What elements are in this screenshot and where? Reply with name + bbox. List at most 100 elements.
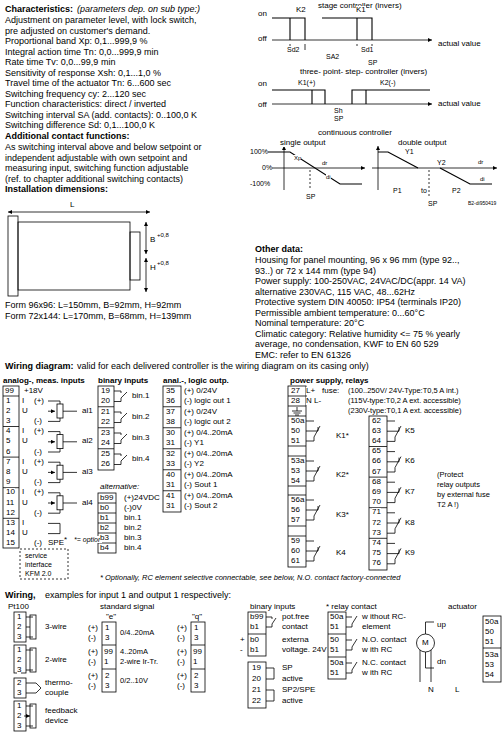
label-text: anal.-, logic outp. [163, 377, 229, 385]
drawing-stroke [114, 412, 127, 423]
label-text: 2-wire Ir-Tr. [120, 658, 158, 666]
drawing-stroke [306, 500, 320, 520]
drawing-stroke [248, 634, 266, 635]
label-text: (-) Y1 [184, 439, 204, 447]
label-text: 56a [291, 496, 304, 504]
label-text: 63 [372, 427, 381, 435]
label-text: * relay contact [326, 603, 377, 611]
drawing-stroke [3, 396, 19, 518]
label-text: 72 [372, 519, 381, 527]
drawing-stroke [387, 513, 401, 533]
label-text: 74 [372, 539, 381, 547]
label-text: 11 [6, 499, 14, 507]
label-text: al4 [82, 499, 93, 507]
label-text: 2 [17, 623, 21, 631]
label-text: 54 [291, 477, 300, 485]
label-text: SPE [48, 539, 64, 547]
label-text: (+) [34, 427, 44, 435]
label-text: As switching interval above and below se… [5, 143, 202, 152]
label-text: 38 [166, 418, 175, 426]
label-text: Y1 [405, 148, 414, 155]
drawing-stroke [18, 222, 130, 290]
label-text: off [258, 35, 267, 43]
label-text: 1 [17, 702, 21, 710]
label-text: measuring input, switching function adju… [5, 164, 189, 173]
drawing-stroke [102, 622, 116, 692]
drawing-stroke [26, 617, 33, 637]
label-text: (-) [34, 509, 42, 517]
drawing-stroke [30, 704, 36, 728]
label-text: (-) [34, 417, 42, 425]
drawing-stroke [102, 645, 116, 669]
drawing-stroke [306, 421, 320, 441]
label-text: 12 [6, 509, 15, 517]
drawing-stroke [114, 391, 127, 402]
label-text: active [282, 697, 303, 705]
label-text: (+) [88, 624, 98, 632]
label-text: *= option [74, 536, 102, 543]
label-text: 22 [252, 697, 261, 705]
label-text: Switching difference Sd: 0,1...100,0 K [5, 121, 155, 130]
label-text: 2 [17, 679, 21, 687]
label-text: couple [45, 689, 69, 697]
label-text: al3 [82, 468, 93, 476]
label-text: 32 [166, 450, 175, 458]
label-text: K5 [405, 427, 415, 435]
drawing-stroke [346, 616, 357, 627]
label-text: to [421, 187, 427, 194]
label-text: L [455, 686, 459, 694]
label-text: alternative 230VAC, 115 VAC, 48...62Hz [255, 288, 415, 297]
label-text: T2 A !) [437, 501, 459, 509]
label-text: - [240, 646, 243, 654]
label-text: K2(-) [380, 79, 396, 86]
drawing-stroke [346, 662, 357, 673]
label-text: 53a [291, 457, 304, 465]
label-text: (+)24VDC [124, 494, 160, 502]
label-text: (230V-type:T0,1 A ext. accessible) [348, 407, 461, 415]
label-text: 54 [485, 671, 494, 679]
label-text: di [326, 174, 331, 180]
label-text: 51 [330, 646, 339, 654]
label-text: binary inputs [98, 377, 148, 385]
label-text: 50a [291, 417, 304, 425]
label-text: 67 [372, 468, 381, 476]
label-text: actual value [438, 40, 481, 48]
label-text: U [22, 407, 28, 415]
drawing-stroke [346, 639, 357, 650]
label-text: U [22, 529, 28, 537]
label-text: (100..250V/ 24V-Type:T0,5 A int.) [348, 387, 459, 395]
label-text: (-) [34, 539, 42, 547]
label-text: +0,8 [157, 260, 169, 266]
label-text: 15 [6, 539, 15, 547]
label-text: SP [368, 59, 377, 66]
label-text: 57 [291, 516, 300, 524]
label-text: 25 [101, 450, 110, 458]
label-text: bin.3 [124, 534, 141, 542]
label-text: interface [25, 561, 52, 568]
label-text: b0 [250, 636, 259, 644]
drawing-stroke [272, 90, 430, 104]
label-text: device [45, 717, 68, 725]
drawing-stroke [8, 216, 18, 296]
label-text: 99 [104, 648, 113, 656]
label-text: 6 [6, 448, 10, 456]
label-text: 3 [17, 722, 21, 730]
label-text: 14 [6, 529, 15, 537]
label-text: Function characteristics: direct / inver… [5, 100, 166, 109]
label-text: Switching interval SA (add. contacts): 0… [5, 111, 197, 120]
label-text: N.O. contact [362, 636, 406, 644]
label-text: 19 [252, 664, 261, 672]
label-text: feedback [45, 707, 77, 715]
label-text: + [240, 636, 245, 644]
label-text: Travel time of the actuator Tn: 6...600 … [5, 79, 171, 88]
label-text: Nominal temperature: 20°C [255, 319, 364, 328]
label-text: pot.free [282, 613, 309, 621]
label-text: contact [282, 623, 308, 631]
label-text: dr [478, 159, 483, 165]
label-text: * Optionally, RC element selective conne… [100, 574, 400, 582]
label-text: binary inputs [250, 603, 295, 611]
label-text: 21 [252, 686, 261, 694]
drawing-stroke [387, 543, 401, 563]
label-text: Pt100 [8, 603, 29, 611]
drawing-stroke [48, 462, 77, 482]
